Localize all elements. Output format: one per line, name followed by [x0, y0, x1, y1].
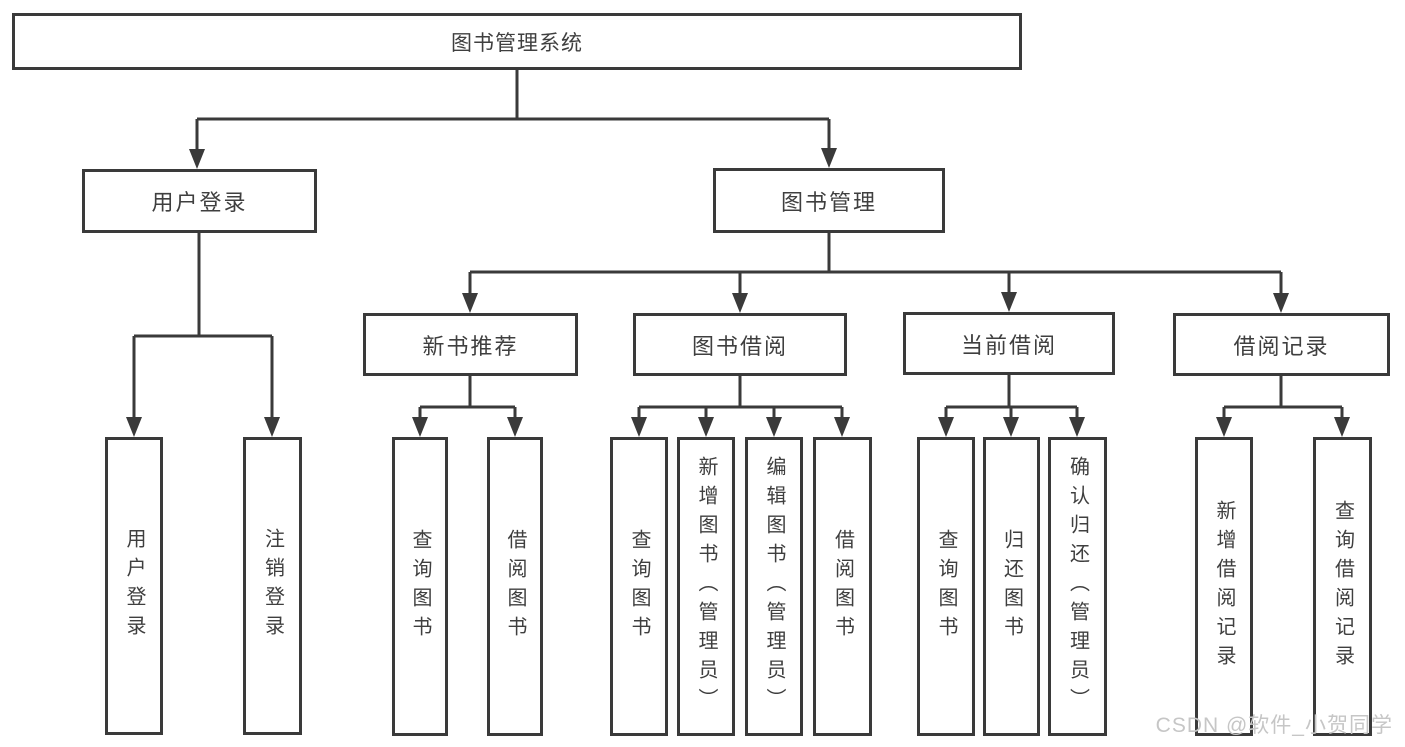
node-user-login: 用户登录 [82, 169, 317, 233]
node-label: 查询图书 [409, 528, 431, 645]
arrow-down-icon [126, 417, 142, 437]
node-label: 当前借阅 [960, 332, 1057, 358]
node-label: 新增借阅记录 [1213, 499, 1235, 674]
node-label: 归还图书 [1000, 528, 1023, 645]
arrow-down-icon [1334, 417, 1350, 437]
node-label: 编辑图书（管理员） [763, 456, 785, 717]
node-label: 确认归还（管理员） [1066, 456, 1089, 717]
node-label: 借阅记录 [1233, 333, 1330, 359]
leaf-return-books: 归还图书 [983, 437, 1040, 736]
node-label: 注销登录 [261, 528, 284, 644]
node-book-management: 图书管理 [713, 168, 945, 233]
node-label: 图书管理系统 [451, 31, 583, 55]
node-current-borrowing: 当前借阅 [903, 312, 1115, 375]
leaf-confirm-return-admin: 确认归还（管理员） [1048, 437, 1107, 736]
connector-current-borrowing-branch [938, 375, 1085, 437]
leaf-edit-books-admin: 编辑图书（管理员） [745, 437, 803, 736]
connector-user-login-branch [126, 233, 280, 437]
arrow-down-icon [1273, 293, 1289, 313]
node-label: 用户登录 [123, 528, 145, 644]
node-label: 查询借阅记录 [1331, 499, 1354, 674]
arrow-down-icon [1216, 417, 1232, 437]
node-label: 图书借阅 [691, 333, 788, 359]
connector-book-borrowing-branch [631, 376, 850, 437]
node-book-borrowing: 图书借阅 [633, 313, 847, 376]
node-label: 新增图书（管理员） [695, 456, 717, 717]
node-label: 图书管理 [780, 189, 877, 215]
arrow-down-icon [821, 148, 837, 168]
arrow-down-icon [412, 417, 428, 437]
arrow-down-icon [507, 417, 523, 437]
leaf-query-books-borrowing: 查询图书 [610, 437, 668, 736]
leaf-query-borrow-record: 查询借阅记录 [1313, 437, 1372, 736]
arrow-down-icon [938, 417, 954, 437]
connector-new-book-branch [412, 376, 523, 437]
connector-book-management-branch [462, 233, 1289, 313]
node-library-management-system: 图书管理系统 [12, 13, 1022, 70]
node-label: 查询图书 [628, 528, 650, 645]
connector-borrowing-records-branch [1216, 376, 1350, 437]
arrow-down-icon [189, 149, 205, 169]
leaf-logout: 注销登录 [243, 437, 302, 735]
arrow-down-icon [732, 293, 748, 313]
node-label: 借阅图书 [504, 528, 526, 645]
leaf-query-books-recommend: 查询图书 [392, 437, 448, 736]
leaf-borrow-books-recommend: 借阅图书 [487, 437, 543, 736]
arrow-down-icon [834, 417, 850, 437]
arrow-down-icon [1001, 292, 1017, 312]
node-label: 新书推荐 [422, 333, 519, 359]
connector-root-to-level2 [189, 70, 837, 169]
leaf-borrow-books: 借阅图书 [813, 437, 872, 736]
node-borrowing-records: 借阅记录 [1173, 313, 1390, 376]
leaf-user-login: 用户登录 [105, 437, 163, 735]
arrow-down-icon [631, 417, 647, 437]
node-label: 用户登录 [151, 190, 248, 215]
leaf-query-books-current: 查询图书 [917, 437, 975, 736]
node-label: 借阅图书 [831, 528, 854, 645]
arrow-down-icon [462, 293, 478, 313]
node-label: 查询图书 [935, 528, 957, 645]
arrow-down-icon [264, 417, 280, 437]
arrow-down-icon [1069, 417, 1085, 437]
node-new-book-recommendation: 新书推荐 [363, 313, 578, 376]
leaf-add-books-admin: 新增图书（管理员） [677, 437, 735, 736]
arrow-down-icon [766, 417, 782, 437]
arrow-down-icon [698, 417, 714, 437]
arrow-down-icon [1003, 417, 1019, 437]
leaf-add-borrow-record: 新增借阅记录 [1195, 437, 1253, 736]
